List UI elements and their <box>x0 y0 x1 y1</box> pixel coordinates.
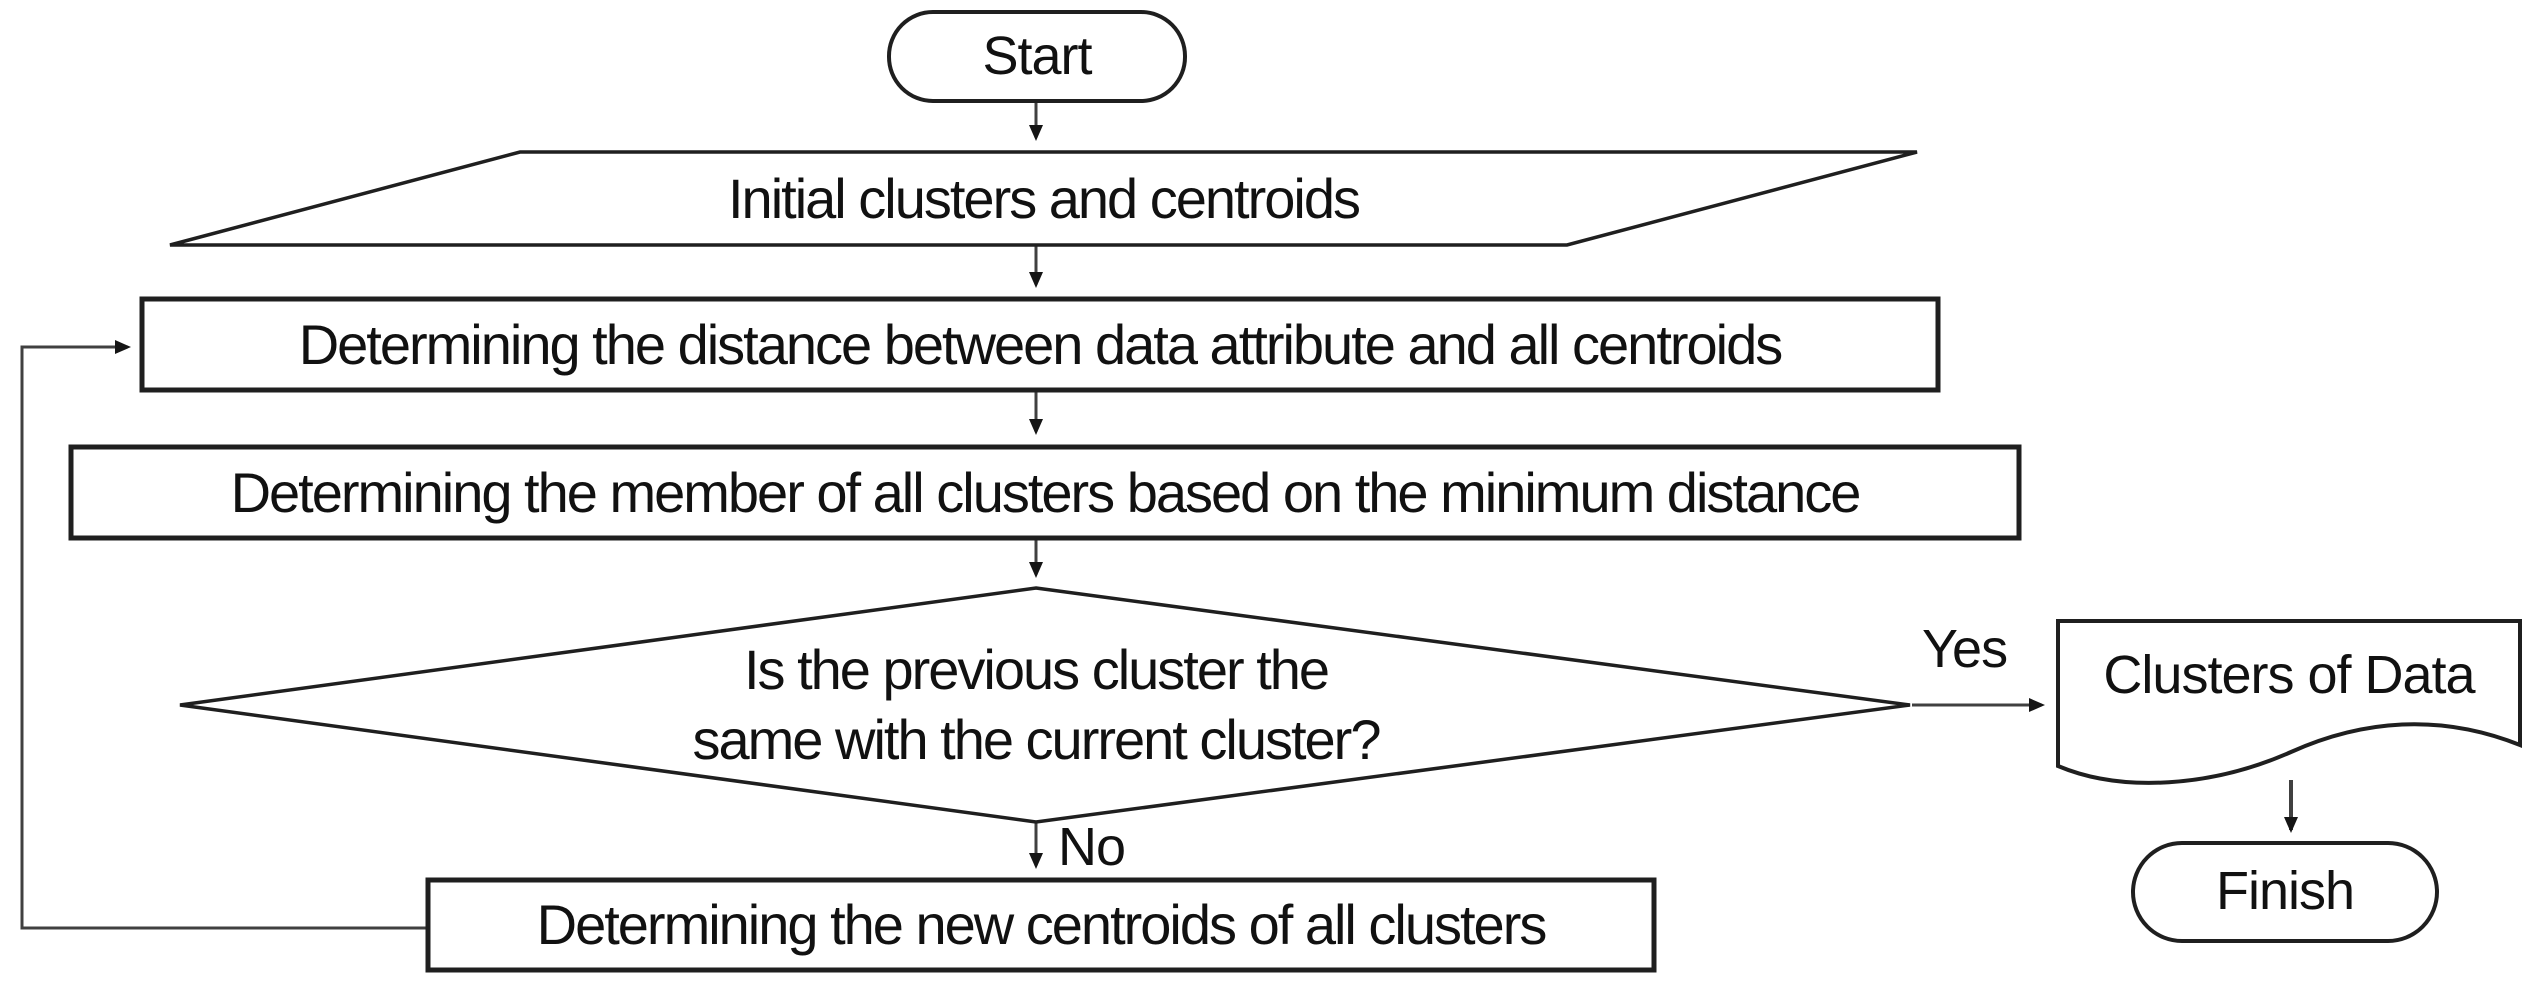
distance-process-label: Determining the distance between data at… <box>298 312 1784 376</box>
connector-feedback-loop <box>20 340 428 930</box>
decision-label: Is the previous cluster the same with th… <box>336 588 1736 822</box>
new-centroids-process-label: Determining the new centroids of all clu… <box>536 893 1548 956</box>
member-process-label: Determining the member of all clusters b… <box>230 460 1862 524</box>
decision-label-line2: same with the current cluster? <box>692 708 1382 771</box>
finish-label: Finish <box>2215 861 2355 922</box>
initial-data-parallelogram-shape <box>169 150 1918 247</box>
new-centroids-process-shape <box>425 877 1657 973</box>
clusters-of-data-label: Clusters of Data <box>2103 645 2475 706</box>
start-terminator-shape <box>887 10 1187 103</box>
decision-diamond-shape <box>179 586 1911 824</box>
start-label: Start <box>982 25 1092 86</box>
distance-process-shape <box>139 296 1941 393</box>
yes-edge-label: Yes <box>1922 619 2008 679</box>
decision-label-line1: Is the previous cluster the <box>743 638 1330 701</box>
clusters-of-data-document-shape <box>2056 619 2522 785</box>
member-process-shape <box>68 444 2022 541</box>
initial-clusters-label: Initial clusters and centroids <box>727 166 1361 230</box>
finish-terminator-shape <box>2131 841 2439 943</box>
no-edge-label: No <box>1058 817 1126 877</box>
